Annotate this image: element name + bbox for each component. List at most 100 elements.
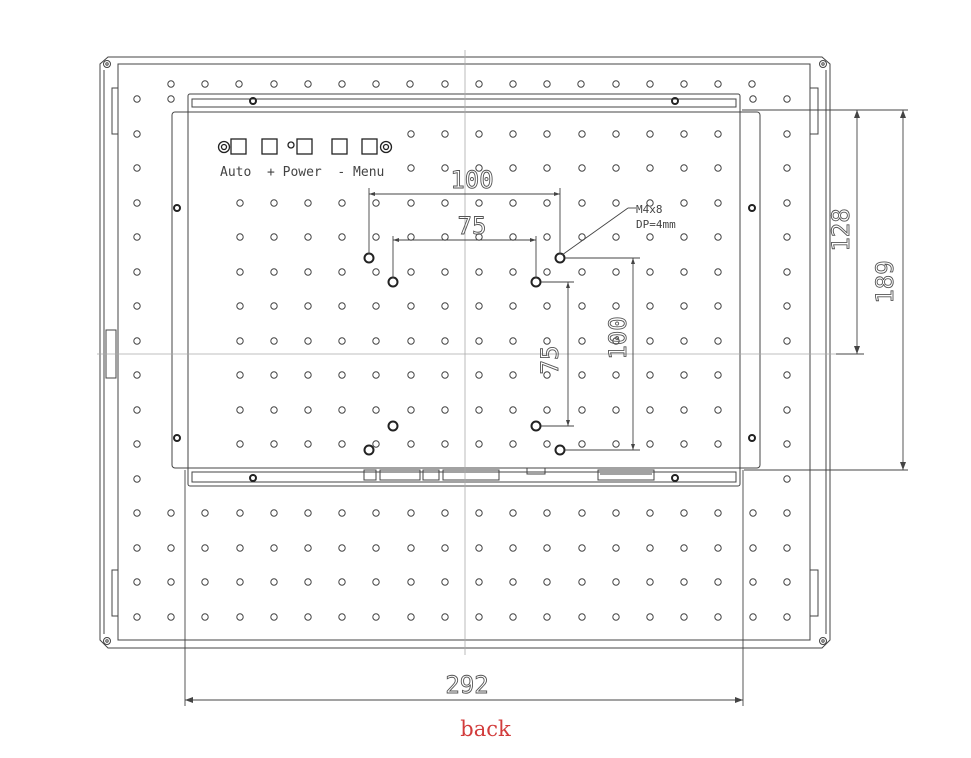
vent-hole [612,233,620,241]
vent-hole [304,199,312,207]
vent-hole [680,302,688,310]
vent-hole [646,337,654,345]
vent-hole [714,406,722,414]
vent-hole [612,578,620,586]
vent-hole [783,268,791,276]
vent-hole [236,613,244,621]
vent-hole [372,406,380,414]
vent-hole [475,80,483,88]
vent-hole [714,337,722,345]
dim-vesa-100-vertical: 100 [604,316,632,359]
vent-hole [304,268,312,276]
vent-hole [714,199,722,207]
vent-hole [578,613,586,621]
vent-hole [133,164,141,172]
vent-hole [338,371,346,379]
vent-hole [407,371,415,379]
vent-hole [372,268,380,276]
inner-panel [171,93,761,487]
vent-hole [646,302,654,310]
vent-hole [270,371,278,379]
vent-hole [475,371,483,379]
vent-hole [612,509,620,517]
vent-hole [680,406,688,414]
vent-hole [270,337,278,345]
vent-hole [133,95,141,103]
dim-vesa-75-vertical: 75 [536,346,564,375]
vent-hole [509,613,517,621]
vent-hole [612,613,620,621]
vent-hole [543,371,551,379]
vent-hole [236,440,244,448]
vent-hole [441,371,449,379]
vent-hole [646,371,654,379]
vent-hole [441,268,449,276]
vent-hole [270,302,278,310]
vent-hole [612,440,620,448]
vent-hole [748,80,756,88]
vent-hole [407,440,415,448]
vent-hole [509,578,517,586]
outer-dimension-arrows [185,110,906,703]
vent-hole [270,406,278,414]
vent-hole [680,164,688,172]
vent-hole [270,578,278,586]
vent-hole [680,544,688,552]
vent-hole [304,509,312,517]
vent-hole [338,337,346,345]
vent-hole [749,544,757,552]
vent-hole [133,199,141,207]
vent-hole [270,80,278,88]
vent-hole [372,544,380,552]
vent-hole [509,406,517,414]
vent-hole [543,302,551,310]
vent-hole [407,164,415,172]
vent-hole [612,268,620,276]
vent-hole [201,544,209,552]
vent-hole [441,578,449,586]
vent-hole [680,80,688,88]
vent-hole [270,613,278,621]
vent-hole [475,440,483,448]
vent-hole [407,578,415,586]
vent-hole [201,578,209,586]
vent-hole [372,337,380,345]
vent-hole [475,302,483,310]
vent-hole [714,509,722,517]
vent-hole [475,268,483,276]
vent-hole [714,80,722,88]
vent-hole [714,233,722,241]
vent-hole [441,130,449,138]
vent-hole [133,613,141,621]
vent-hole [236,371,244,379]
vent-hole [304,302,312,310]
vent-hole [578,544,586,552]
vent-hole [407,544,415,552]
vent-hole [783,233,791,241]
vent-hole [646,613,654,621]
vent-hole [407,130,415,138]
vent-hole [714,544,722,552]
vent-hole [372,233,380,241]
vent-hole [270,440,278,448]
vent-hole [578,302,586,310]
vent-hole [201,80,209,88]
vent-hole [612,406,620,414]
vent-hole [509,268,517,276]
vent-hole [749,578,757,586]
vent-hole [133,406,141,414]
vent-hole [714,268,722,276]
vent-hole [167,95,175,103]
vent-hole [578,164,586,172]
vent-hole [338,406,346,414]
vent-hole [372,371,380,379]
vent-hole [714,130,722,138]
vent-hole [543,130,551,138]
vent-hole [304,337,312,345]
vent-hole [578,130,586,138]
vent-hole [543,509,551,517]
vent-hole [338,80,346,88]
vent-hole [236,509,244,517]
vent-hole [441,233,449,241]
vent-hole [543,199,551,207]
